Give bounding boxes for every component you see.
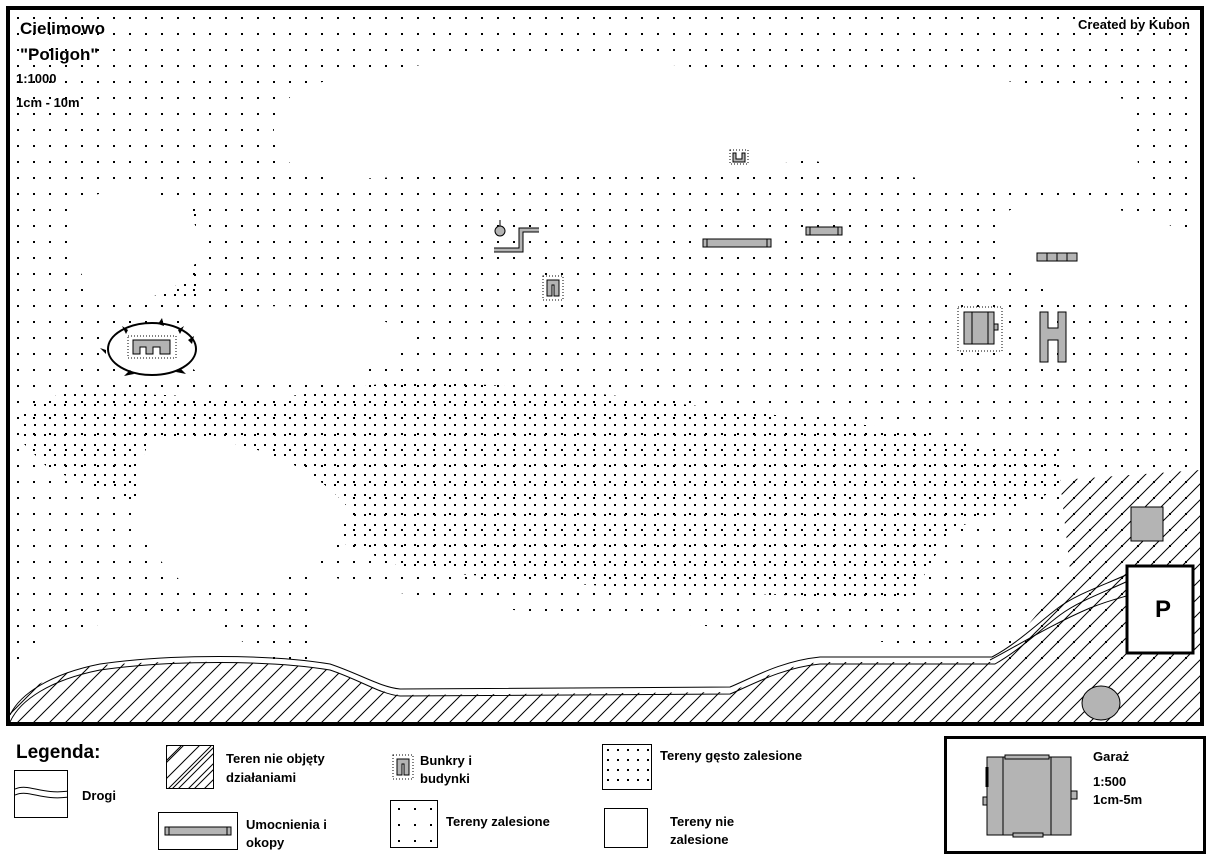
parking-label: P [1155,596,1172,623]
legend: Legenda: Drogi Teren nie objęty działani… [0,730,1212,861]
garage-scale: 1:500 [1093,774,1127,789]
garage-plan [982,754,1078,838]
h-structure [1039,311,1067,363]
excluded-area [10,470,1200,722]
garage-scale-unit: 1cm-5m [1093,792,1143,807]
square-structure [1130,506,1164,542]
parking-area [1125,564,1195,655]
fortification-bar-short [805,226,843,236]
map-scale: 1:1000 [16,71,57,86]
legend-bunkers-label-1: Bunkry i [420,753,473,768]
garage-detail: Garaż 1:500 1cm-5m [944,736,1206,854]
legend-excluded-label-1: Teren nie objęty [226,751,325,766]
garage-title: Garaż [1093,749,1130,764]
legend-unforested-label-2: zalesione [670,832,729,847]
bunker-middle [542,275,564,301]
fortification-segments [1036,252,1078,262]
legend-forested-swatch [390,800,438,848]
map-credit: Created by Kubon [1078,17,1190,32]
legend-dense-forest-swatch [602,744,652,790]
legend-excluded-label-2: działaniami [226,770,297,785]
legend-dense-forest-label: Tereny gęsto zalesione [660,748,803,763]
legend-bunkers-label-2: budynki [420,771,470,786]
legend-unforested-label-1: Tereny nie [670,814,735,829]
legend-title: Legenda: [16,742,101,763]
legend-unforested-swatch [604,808,648,848]
legend-roads-label: Drogi [82,788,116,803]
legend-bunkers-swatch [392,754,414,780]
legend-excluded-swatch [166,745,214,789]
legend-fortifications-swatch [158,812,238,850]
map-title: Cielimowo [20,19,106,38]
legend-fortifications-label-1: Umocnienia i [246,817,327,832]
round-structure [1081,685,1121,721]
map-subtitle: "Poligon" [20,45,99,64]
legend-forested-label: Tereny zalesione [446,814,550,829]
garage-building [957,306,1003,352]
road [10,572,1131,722]
bunker-small-top [729,149,749,165]
fortified-enclosure [100,318,197,376]
legend-fortifications-label-2: okopy [246,835,285,850]
fortification-bar-long [702,238,772,248]
map-frame: Cielimowo "Poligon" 1:1000 1cm - 10m Cre… [6,6,1204,726]
map-canvas [10,10,1200,722]
map-scale-unit: 1cm - 10m [16,95,80,110]
legend-roads-swatch [14,770,68,818]
trench-zigzag [494,220,539,253]
unforested-area [20,58,1200,670]
